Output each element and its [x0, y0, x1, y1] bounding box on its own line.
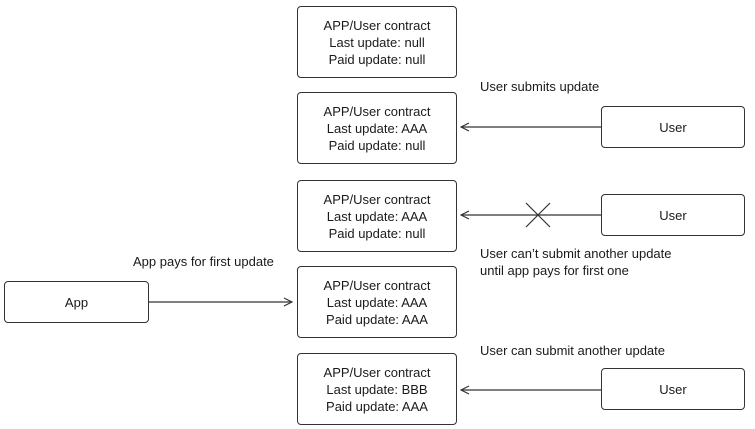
- contract-paid-update: Paid update: AAA: [326, 398, 428, 414]
- contract-paid-update: Paid update: null: [328, 137, 426, 153]
- contract-title: APP/User contract: [323, 277, 431, 293]
- contract-state-3: APP/User contract Last update: AAA Paid …: [297, 180, 457, 252]
- contract-last-update: Last update: AAA: [326, 294, 428, 310]
- contract-last-update: Last update: AAA: [326, 120, 428, 136]
- user-actor-1: User: [601, 106, 745, 148]
- contract-last-update: Last update: AAA: [326, 208, 428, 224]
- app-label: App: [64, 294, 89, 310]
- user-label: User: [659, 381, 687, 397]
- user-label: User: [659, 207, 687, 223]
- label-app-pays: App pays for first update: [133, 254, 274, 269]
- contract-paid-update: Paid update: null: [328, 51, 426, 67]
- contract-paid-update: Paid update: null: [328, 225, 426, 241]
- app-actor: App: [4, 281, 149, 323]
- contract-last-update: Last update: BBB: [326, 381, 428, 397]
- contract-last-update: Last update: null: [329, 34, 425, 50]
- label-cannot-submit-line2: until app pays for first one: [480, 263, 629, 278]
- label-cannot-submit-line1: User can’t submit another update: [480, 246, 672, 261]
- contract-title: APP/User contract: [323, 364, 431, 380]
- contract-title: APP/User contract: [323, 191, 431, 207]
- user-label: User: [659, 119, 687, 135]
- user-actor-2: User: [601, 194, 745, 236]
- contract-state-5: APP/User contract Last update: BBB Paid …: [297, 353, 457, 425]
- contract-title: APP/User contract: [323, 17, 431, 33]
- contract-state-1: APP/User contract Last update: null Paid…: [297, 6, 457, 78]
- contract-state-2: APP/User contract Last update: AAA Paid …: [297, 92, 457, 164]
- user-actor-3: User: [601, 368, 745, 410]
- label-can-submit: User can submit another update: [480, 343, 665, 358]
- label-user-submits: User submits update: [480, 79, 600, 94]
- contract-paid-update: Paid update: AAA: [326, 311, 428, 327]
- blocked-cross-icon: [525, 202, 551, 228]
- contract-title: APP/User contract: [323, 103, 431, 119]
- contract-state-4: APP/User contract Last update: AAA Paid …: [297, 266, 457, 338]
